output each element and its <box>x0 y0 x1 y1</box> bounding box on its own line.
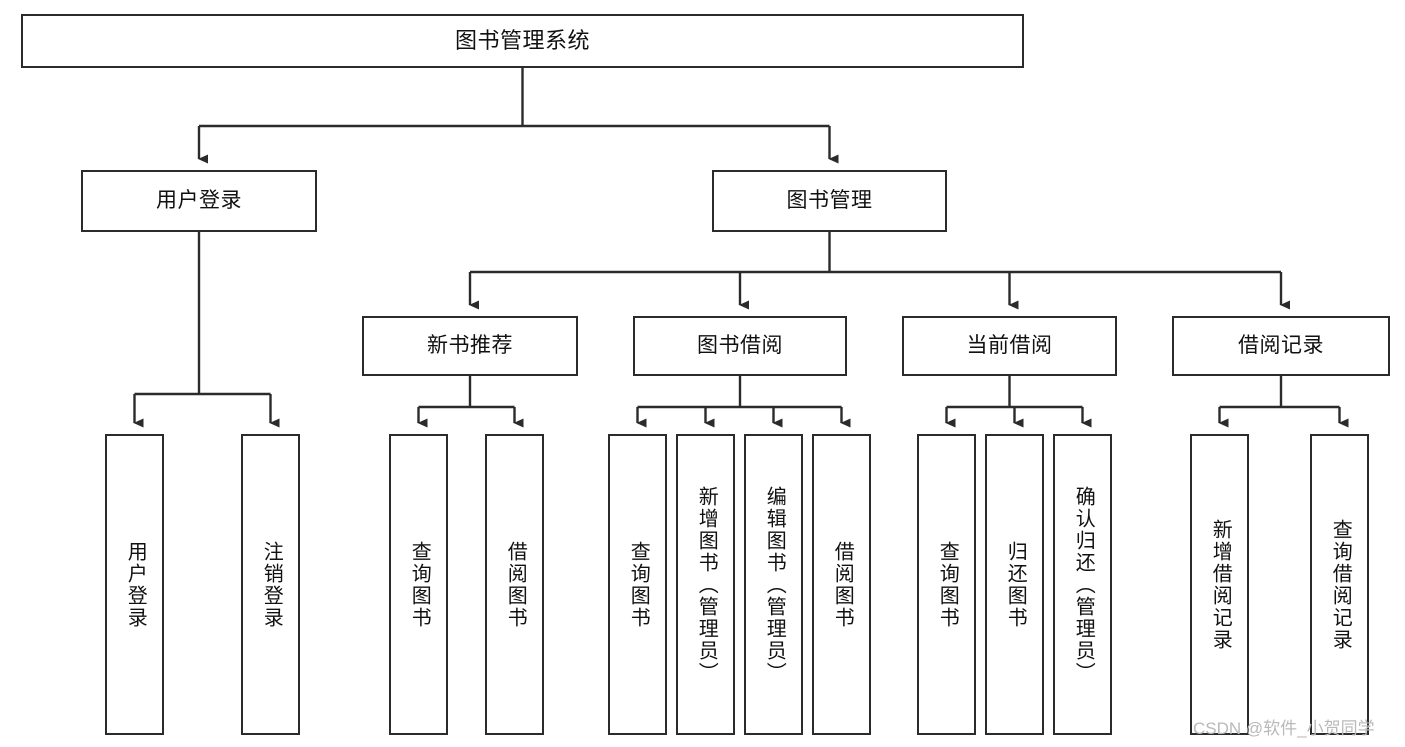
node-label: 图书管理 <box>786 188 873 212</box>
node-label: 归还图书 <box>1004 540 1027 629</box>
node-leaf-add-record[interactable]: 新增借阅记录 <box>1190 434 1249 735</box>
node-current-borrow[interactable]: 当前借阅 <box>902 316 1117 376</box>
node-label: 注销登录 <box>260 540 283 629</box>
node-borrow-record[interactable]: 借阅记录 <box>1172 316 1390 376</box>
node-label: 当前借阅 <box>966 333 1053 357</box>
node-label: 借阅记录 <box>1238 333 1324 357</box>
node-label: 图书管理系统 <box>454 28 590 54</box>
node-leaf-logout[interactable]: 注销登录 <box>241 434 300 735</box>
node-label: 查询图书 <box>408 540 431 629</box>
node-label: 用户登录 <box>156 188 242 212</box>
node-label: 新书推荐 <box>427 333 513 357</box>
node-leaf-query-book-1[interactable]: 查询图书 <box>389 434 448 735</box>
node-label: 确认归还（管理员） <box>1072 485 1095 684</box>
node-leaf-query-book-3[interactable]: 查询图书 <box>917 434 976 735</box>
node-leaf-query-book-2[interactable]: 查询图书 <box>608 434 667 735</box>
node-leaf-query-record[interactable]: 查询借阅记录 <box>1310 434 1369 735</box>
node-user-login[interactable]: 用户登录 <box>81 170 317 232</box>
node-new-book-rec[interactable]: 新书推荐 <box>362 316 578 376</box>
node-leaf-return-book[interactable]: 归还图书 <box>985 434 1044 735</box>
node-label: 用户登录 <box>124 540 147 629</box>
node-leaf-borrow-book-1[interactable]: 借阅图书 <box>485 434 544 735</box>
node-label: 查询图书 <box>627 540 650 629</box>
node-label: 新增图书（管理员） <box>695 485 718 684</box>
node-leaf-borrow-book-2[interactable]: 借阅图书 <box>812 434 871 735</box>
node-leaf-edit-book[interactable]: 编辑图书（管理员） <box>744 434 803 735</box>
node-label: 新增借阅记录 <box>1209 518 1232 651</box>
node-book-manage[interactable]: 图书管理 <box>712 170 947 232</box>
node-label: 借阅图书 <box>831 540 854 629</box>
node-label: 查询借阅记录 <box>1329 518 1352 651</box>
connector-group <box>133 68 1349 428</box>
node-label: 编辑图书（管理员） <box>763 485 786 684</box>
node-book-borrow[interactable]: 图书借阅 <box>633 316 847 376</box>
node-leaf-user-login[interactable]: 用户登录 <box>105 434 164 735</box>
node-label: 图书借阅 <box>697 333 783 357</box>
node-label: 借阅图书 <box>504 540 527 629</box>
node-leaf-confirm-return[interactable]: 确认归还（管理员） <box>1053 434 1112 735</box>
node-label: 查询图书 <box>936 540 959 629</box>
node-leaf-add-book[interactable]: 新增图书（管理员） <box>676 434 735 735</box>
node-root[interactable]: 图书管理系统 <box>21 14 1024 68</box>
